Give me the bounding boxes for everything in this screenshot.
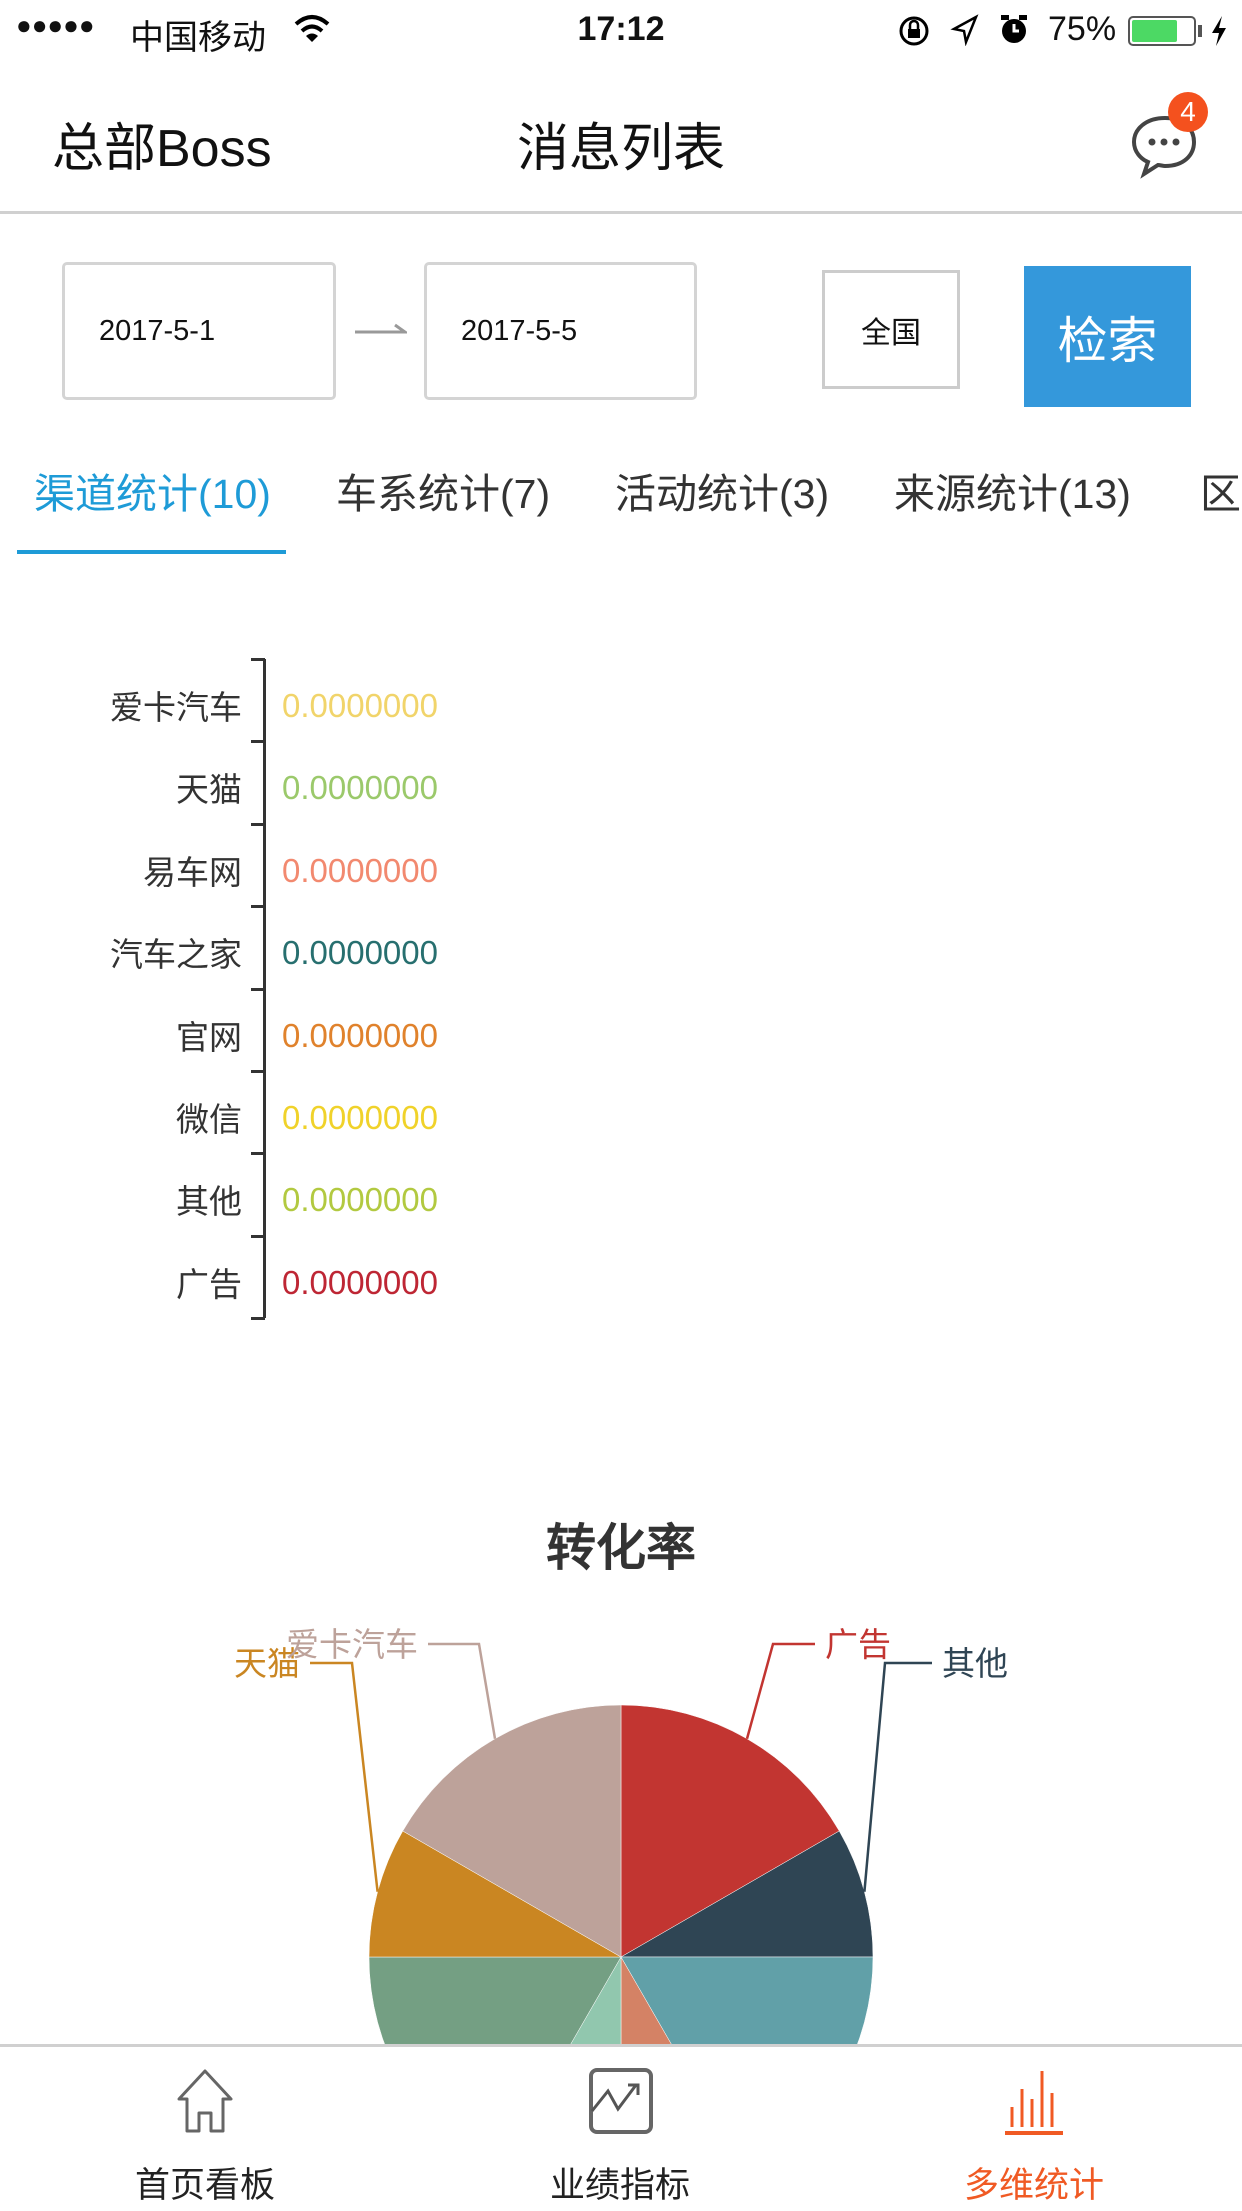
trend-chart-icon (589, 2068, 653, 2134)
channel-value: 0.0000000 (282, 1016, 438, 1054)
axis-tick (251, 1317, 265, 1321)
battery-tip (1198, 25, 1202, 37)
battery-percent: 75% (1048, 10, 1117, 48)
pie-label: 爱卡汽车 (286, 1626, 418, 1663)
axis-tick (251, 1070, 265, 1073)
channel-value: 0.0000000 (282, 851, 438, 889)
pie-slice-2[interactable] (620, 1956, 874, 2044)
tabbar-label: 多维统计 (963, 2166, 1104, 2205)
pie-slice-3[interactable] (620, 1956, 747, 2044)
tab-region[interactable]: 区 (1200, 471, 1241, 517)
messages-button[interactable] (1130, 110, 1200, 180)
pie-slice-1[interactable] (620, 1830, 874, 1958)
channel-name: 官网 (176, 1018, 242, 1056)
channel-name: 广告 (176, 1265, 242, 1303)
pie-label-line (863, 1661, 932, 1892)
axis-tick (251, 987, 265, 991)
channel-name: 爱卡汽车 (110, 689, 242, 726)
clock: 17:12 (577, 10, 665, 48)
axis-tick (251, 822, 265, 826)
active-tab-indicator (17, 550, 286, 554)
alarm-icon (1001, 15, 1027, 43)
search-button[interactable]: 检索 (1024, 266, 1191, 407)
tabbar-item-multi-stats[interactable]: 多维统计 (884, 2047, 1184, 2211)
start-date-input[interactable]: 2017-5-1 (62, 262, 336, 400)
axis-tick (251, 1152, 265, 1156)
pie-slice-5[interactable] (368, 1956, 622, 2044)
bar-stats-icon (1005, 2071, 1063, 2135)
axis-tick (251, 1234, 265, 1238)
pie-slice-6[interactable] (368, 1830, 622, 1958)
pie-slice-0[interactable] (620, 1704, 840, 1958)
channel-name: 易车网 (143, 853, 242, 891)
carrier: 中国移动 (130, 19, 266, 57)
channel-value: 0.0000000 (282, 1181, 438, 1219)
pie-label-line (428, 1642, 497, 1739)
tabbar-label: 业绩指标 (549, 2166, 690, 2205)
pie-label: 天猫 (234, 1645, 300, 1682)
tab-source[interactable]: 来源统计(13) (894, 471, 1131, 517)
page-title: 消息列表 (516, 120, 725, 178)
tabbar-item-performance[interactable]: 业绩指标 (470, 2047, 770, 2211)
pie-slice-7[interactable] (402, 1704, 622, 1958)
tab-channel[interactable]: 渠道统计(10) (34, 471, 271, 517)
wifi-icon (294, 15, 330, 42)
header: 总部Boss 消息列表 4 (0, 62, 1242, 214)
region-select[interactable]: 全国 (822, 270, 960, 389)
channel-name: 微信 (176, 1101, 242, 1138)
channel-value: 0.0000000 (282, 687, 438, 724)
bottom-tab-bar: 首页看板 业绩指标 多维统计 (0, 2044, 1242, 2208)
home-icon (177, 2069, 233, 2133)
tab-car-series[interactable]: 车系统计(7) (336, 471, 551, 517)
tabbar-label: 首页看板 (134, 2166, 275, 2205)
channel-value: 0.0000000 (282, 1263, 438, 1301)
charging-icon (1212, 16, 1226, 46)
tab-activity[interactable]: 活动统计(3) (615, 471, 830, 517)
tabbar-item-home[interactable]: 首页看板 (55, 2047, 355, 2211)
end-date-input[interactable]: 2017-5-5 (424, 262, 697, 400)
battery-icon (1128, 16, 1196, 46)
channel-value: 0.0000000 (282, 769, 438, 807)
channel-name: 其他 (176, 1183, 242, 1221)
chart-title: 转化率 (546, 1520, 696, 1576)
org-name: 总部Boss (52, 120, 272, 178)
axis-tick (251, 658, 265, 661)
axis-tick (251, 740, 265, 744)
pie-label: 广告 (825, 1626, 891, 1663)
chat-bubble-icon (1131, 115, 1197, 179)
status-bar: ●●●●● 中国移动 17:12 75% (0, 0, 1242, 62)
pie-label: 其他 (942, 1645, 1008, 1682)
channel-value: 0.0000000 (282, 1099, 438, 1136)
pie-label-line (310, 1661, 379, 1892)
orientation-lock-icon (899, 16, 929, 46)
channel-name: 汽车之家 (110, 936, 242, 974)
channel-value: 0.0000000 (282, 934, 438, 972)
channel-name: 天猫 (176, 771, 242, 809)
location-icon (950, 14, 979, 46)
message-count-badge: 4 (1168, 92, 1208, 132)
signal-icon: ●●●●● (16, 10, 95, 40)
arrow-right-icon (355, 323, 407, 334)
axis-tick (251, 905, 265, 909)
pie-label-line (745, 1642, 815, 1740)
pie-slice-4[interactable] (495, 1956, 622, 2044)
